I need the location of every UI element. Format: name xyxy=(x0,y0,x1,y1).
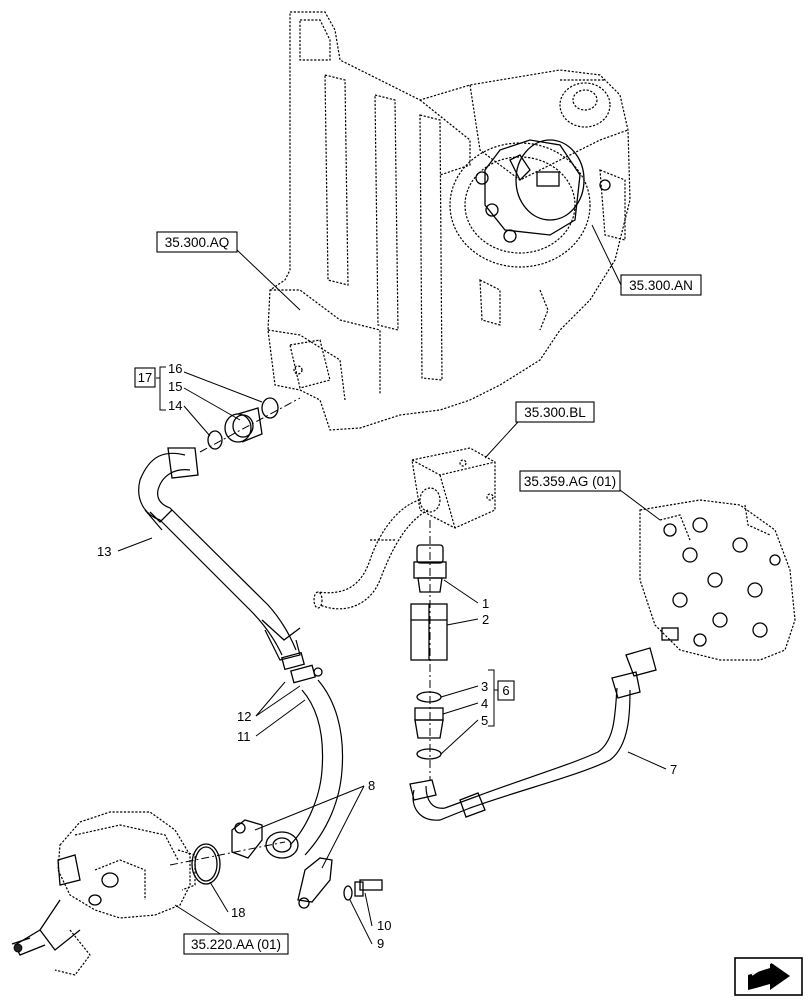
svg-text:6: 6 xyxy=(502,683,509,698)
pressure-hose-7 xyxy=(409,647,657,821)
ref-box-ag[interactable]: 35.359.AG (01) xyxy=(519,470,621,492)
callout-16: 16 xyxy=(168,361,182,376)
callout-12: 12 xyxy=(237,709,251,724)
callout-3: 3 xyxy=(481,679,488,694)
callout-13: 13 xyxy=(97,544,111,559)
leader-lines xyxy=(117,224,667,945)
callout-11: 11 xyxy=(237,729,251,744)
fittings-12-hose-11 xyxy=(265,651,344,859)
ref-box-bl[interactable]: 35.300.BL xyxy=(515,401,595,423)
filter-assembly xyxy=(475,139,611,243)
ref-box-aa[interactable]: 35.220.AA (01) xyxy=(183,933,289,955)
callout-numbers: 16 15 14 13 12 11 8 18 10 9 1 2 3 4 5 7 xyxy=(97,361,677,951)
flange-halves-8 xyxy=(231,819,333,909)
callout-box-17: 17 xyxy=(134,367,156,388)
valve-stack-1-5 xyxy=(410,520,448,780)
svg-text:17: 17 xyxy=(138,370,152,385)
callout-7: 7 xyxy=(670,762,677,777)
callout-4: 4 xyxy=(481,696,488,711)
svg-text:35.300.AQ: 35.300.AQ xyxy=(165,235,230,250)
control-valve-bank xyxy=(639,499,796,661)
suction-hose-13 xyxy=(138,447,301,661)
callout-2: 2 xyxy=(482,612,489,627)
callout-14: 14 xyxy=(168,398,182,413)
callout-5: 5 xyxy=(481,713,488,728)
callout-8: 8 xyxy=(368,778,375,793)
svg-text:35.300.BL: 35.300.BL xyxy=(524,405,586,420)
o-ring-18 xyxy=(169,841,286,885)
hydraulic-tank xyxy=(267,11,631,431)
svg-text:35.359.AG (01): 35.359.AG (01) xyxy=(524,474,616,489)
callout-10: 10 xyxy=(377,918,391,933)
next-page-arrow-icon[interactable] xyxy=(734,957,803,996)
bolt-10-washer-9 xyxy=(343,879,383,901)
fittings-14-15-16 xyxy=(199,397,301,453)
ref-box-aq[interactable]: 35.300.AQ xyxy=(156,231,238,253)
callout-1: 1 xyxy=(482,596,489,611)
valve-block-bl xyxy=(313,447,496,610)
callout-box-6: 6 xyxy=(497,680,515,701)
callout-18: 18 xyxy=(231,905,245,920)
callout-9: 9 xyxy=(377,936,384,951)
svg-text:35.220.AA (01): 35.220.AA (01) xyxy=(191,937,281,952)
hydraulic-pump xyxy=(11,811,196,976)
ref-box-an[interactable]: 35.300.AN xyxy=(620,274,702,296)
svg-text:35.300.AN: 35.300.AN xyxy=(629,278,693,293)
callout-15: 15 xyxy=(168,379,182,394)
